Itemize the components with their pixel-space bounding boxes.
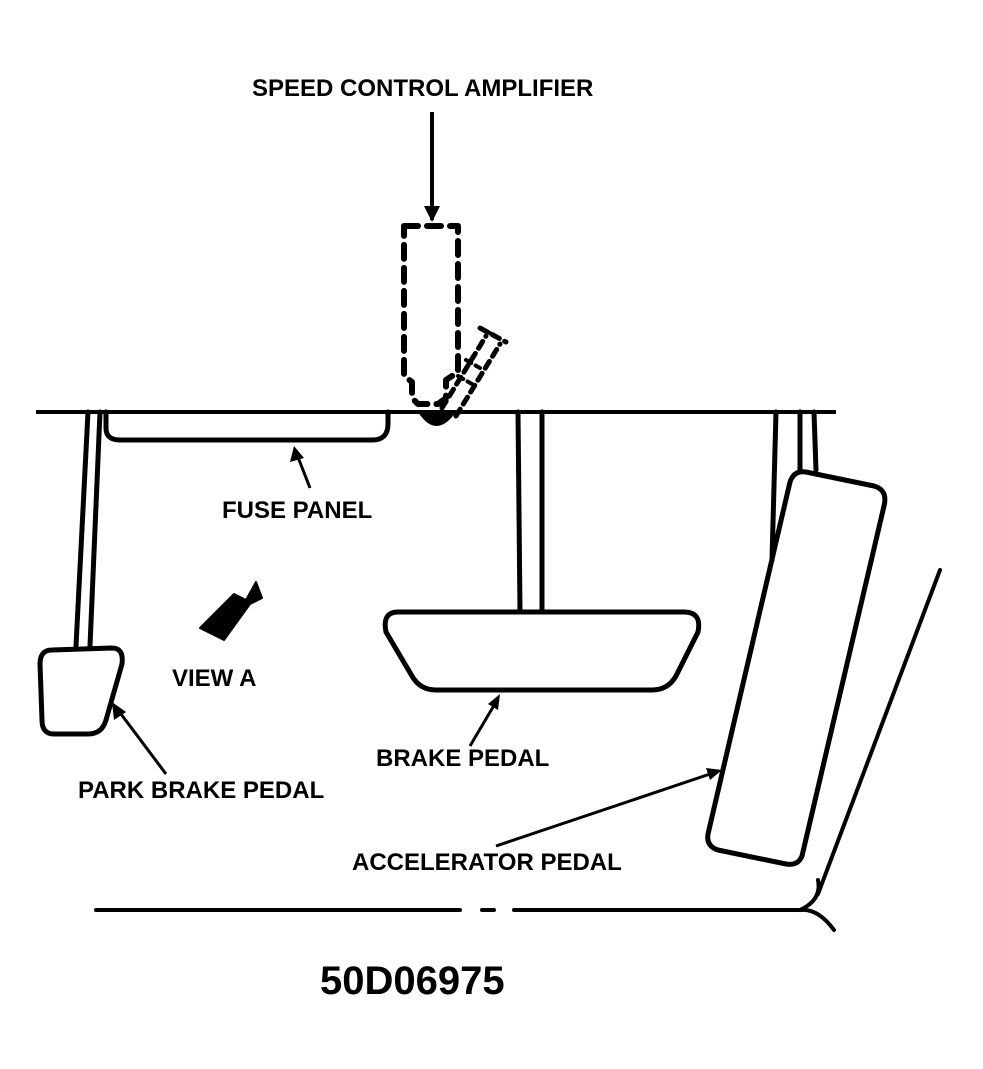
amplifier-connector bbox=[439, 325, 509, 419]
speed-control-amplifier bbox=[401, 223, 461, 407]
figure-id: 50D06975 bbox=[320, 959, 505, 1003]
label-brake-pedal: BRAKE PEDAL bbox=[376, 745, 549, 772]
label-fuse-panel: FUSE PANEL bbox=[222, 497, 372, 524]
brake-pedal bbox=[382, 409, 702, 693]
label-speed-control-amplifier: SPEED CONTROL AMPLIFIER bbox=[252, 75, 593, 102]
fuse-panel bbox=[103, 409, 391, 443]
accelerator-pedal bbox=[705, 409, 888, 867]
floor-outline bbox=[94, 568, 942, 932]
leader-arrows bbox=[112, 112, 722, 848]
label-park-brake-pedal: PARK BRAKE PEDAL bbox=[78, 777, 324, 804]
park-brake-pedal bbox=[37, 409, 125, 737]
amplifier-mount bbox=[418, 412, 456, 426]
label-view-a: VIEW A bbox=[172, 665, 256, 692]
label-accelerator-pedal: ACCELERATOR PEDAL bbox=[352, 849, 622, 876]
view-a-arrow bbox=[199, 581, 263, 641]
